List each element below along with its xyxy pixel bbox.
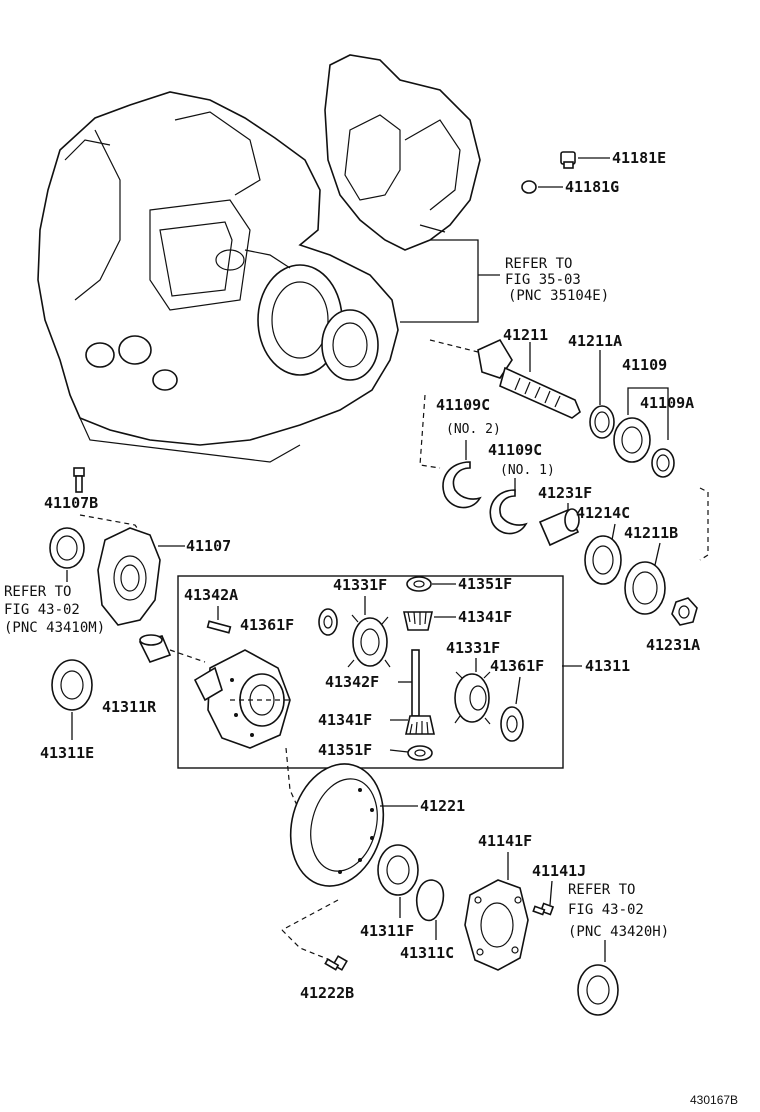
shim-41311C-icon bbox=[416, 879, 445, 922]
pinion-41341F-b-icon bbox=[405, 715, 435, 735]
label-41211A: 41211A bbox=[568, 332, 622, 350]
reference-line-3: (PNC 43420H) bbox=[568, 924, 669, 940]
label-41342A: 41342A bbox=[184, 586, 238, 604]
bolt-41222B-icon bbox=[324, 955, 348, 971]
retainer-41141F-icon bbox=[464, 879, 529, 971]
label-41211: 41211 bbox=[503, 326, 548, 344]
differential-assembly-box bbox=[177, 575, 564, 769]
label-41341F-a: 41341F bbox=[458, 608, 512, 626]
label-41311F: 41311F bbox=[360, 922, 414, 940]
label-41109A: 41109A bbox=[640, 394, 694, 412]
reference-line-1: REFER TO bbox=[505, 256, 572, 272]
side-gear-41331F-a-icon bbox=[347, 614, 391, 668]
bushing-41311R-icon bbox=[138, 634, 172, 663]
reference-line-3: (PNC 35104E) bbox=[508, 288, 609, 304]
gasket-41181G-icon bbox=[521, 180, 537, 194]
label-41342F: 41342F bbox=[325, 673, 379, 691]
label-41109C-no1: 41109C bbox=[488, 441, 542, 459]
label-41211B: 41211B bbox=[624, 524, 678, 542]
label-41361F-a: 41361F bbox=[240, 616, 294, 634]
shaft-41342F-icon bbox=[411, 649, 420, 717]
washer-41214C-icon bbox=[584, 535, 622, 585]
label-41331F-b: 41331F bbox=[446, 639, 500, 657]
bolt-41107B-icon bbox=[73, 467, 85, 493]
bearing-41211A-icon bbox=[589, 405, 615, 439]
note-no2: (NO. 2) bbox=[446, 422, 501, 437]
label-41107: 41107 bbox=[186, 537, 231, 555]
label-41311C: 41311C bbox=[400, 944, 454, 962]
label-41231A: 41231A bbox=[646, 636, 700, 654]
label-41109: 41109 bbox=[622, 356, 667, 374]
oil-seal-right-icon bbox=[577, 964, 619, 1016]
reference-line-2: FIG 43-02 bbox=[4, 602, 80, 618]
label-41361F-b: 41361F bbox=[490, 657, 544, 675]
label-41351F-b: 41351F bbox=[318, 741, 372, 759]
washer-41361F-b-icon bbox=[500, 706, 524, 742]
label-41107B: 41107B bbox=[44, 494, 98, 512]
bolt-41141J-icon bbox=[532, 902, 555, 916]
label-41181G: 41181G bbox=[565, 178, 619, 196]
label-41222B: 41222B bbox=[300, 984, 354, 1002]
refer-to-fig-43-02-b: REFER TO FIG 43-02 (PNC 43420H) bbox=[568, 882, 669, 940]
reference-line-1: REFER TO bbox=[568, 882, 635, 898]
reference-line-3: (PNC 43410M) bbox=[4, 620, 105, 636]
ring-gear-41221-icon bbox=[289, 763, 385, 887]
washer-41351F-b-icon bbox=[407, 745, 433, 761]
label-41181E: 41181E bbox=[612, 149, 666, 167]
transaxle-housing-drawing bbox=[324, 54, 481, 251]
drive-pinion-41211-icon bbox=[477, 338, 581, 419]
refer-to-fig-43-02-a: REFER TO FIG 43-02 (PNC 43410M) bbox=[4, 584, 105, 636]
label-41141J: 41141J bbox=[532, 862, 586, 880]
bearing-41311F-icon bbox=[377, 844, 419, 896]
bearing-41211B-icon bbox=[624, 561, 666, 615]
washer-41351F-a-icon bbox=[406, 576, 432, 592]
label-41221: 41221 bbox=[420, 797, 465, 815]
label-41351F-a: 41351F bbox=[458, 575, 512, 593]
label-41311R: 41311R bbox=[102, 698, 157, 716]
side-gear-41331F-b-icon bbox=[454, 671, 491, 725]
snap-ring-no2-icon bbox=[442, 461, 482, 509]
spacer-41231F-icon bbox=[538, 508, 580, 547]
reference-line-2: FIG 35-03 bbox=[505, 272, 581, 288]
pinion-41341F-a-icon bbox=[403, 611, 433, 631]
refer-to-fig-35-03: REFER TO FIG 35-03 (PNC 35104E) bbox=[505, 256, 609, 304]
label-41311: 41311 bbox=[585, 657, 630, 675]
bearing-41109-icon bbox=[613, 417, 651, 463]
label-41109C-no2: 41109C bbox=[436, 396, 490, 414]
oil-seal-41311E-icon bbox=[51, 659, 93, 711]
snap-ring-no1-icon bbox=[489, 489, 528, 535]
label-41231F: 41231F bbox=[538, 484, 592, 502]
label-41341F-b: 41341F bbox=[318, 711, 372, 729]
pin-41342A-icon bbox=[206, 620, 232, 634]
reference-line-1: REFER TO bbox=[4, 584, 71, 600]
label-41214C: 41214C bbox=[576, 504, 630, 522]
oil-seal-left-icon bbox=[49, 527, 85, 569]
nut-41231A-icon bbox=[671, 597, 698, 626]
transaxle-case-drawing bbox=[37, 91, 399, 463]
differential-case-icon bbox=[193, 649, 291, 749]
reference-line-2: FIG 43-02 bbox=[568, 902, 644, 918]
label-41311E: 41311E bbox=[40, 744, 94, 762]
washer-41361F-a-icon bbox=[318, 608, 338, 636]
cover-41107-icon bbox=[97, 527, 161, 626]
label-41141F: 41141F bbox=[478, 832, 532, 850]
bearing-race-41109A-icon bbox=[651, 448, 675, 478]
figure-code: 430167B bbox=[690, 1093, 738, 1107]
plug-41181E-icon bbox=[560, 151, 576, 169]
label-41331F-a: 41331F bbox=[333, 576, 387, 594]
note-no1: (NO. 1) bbox=[500, 463, 555, 478]
